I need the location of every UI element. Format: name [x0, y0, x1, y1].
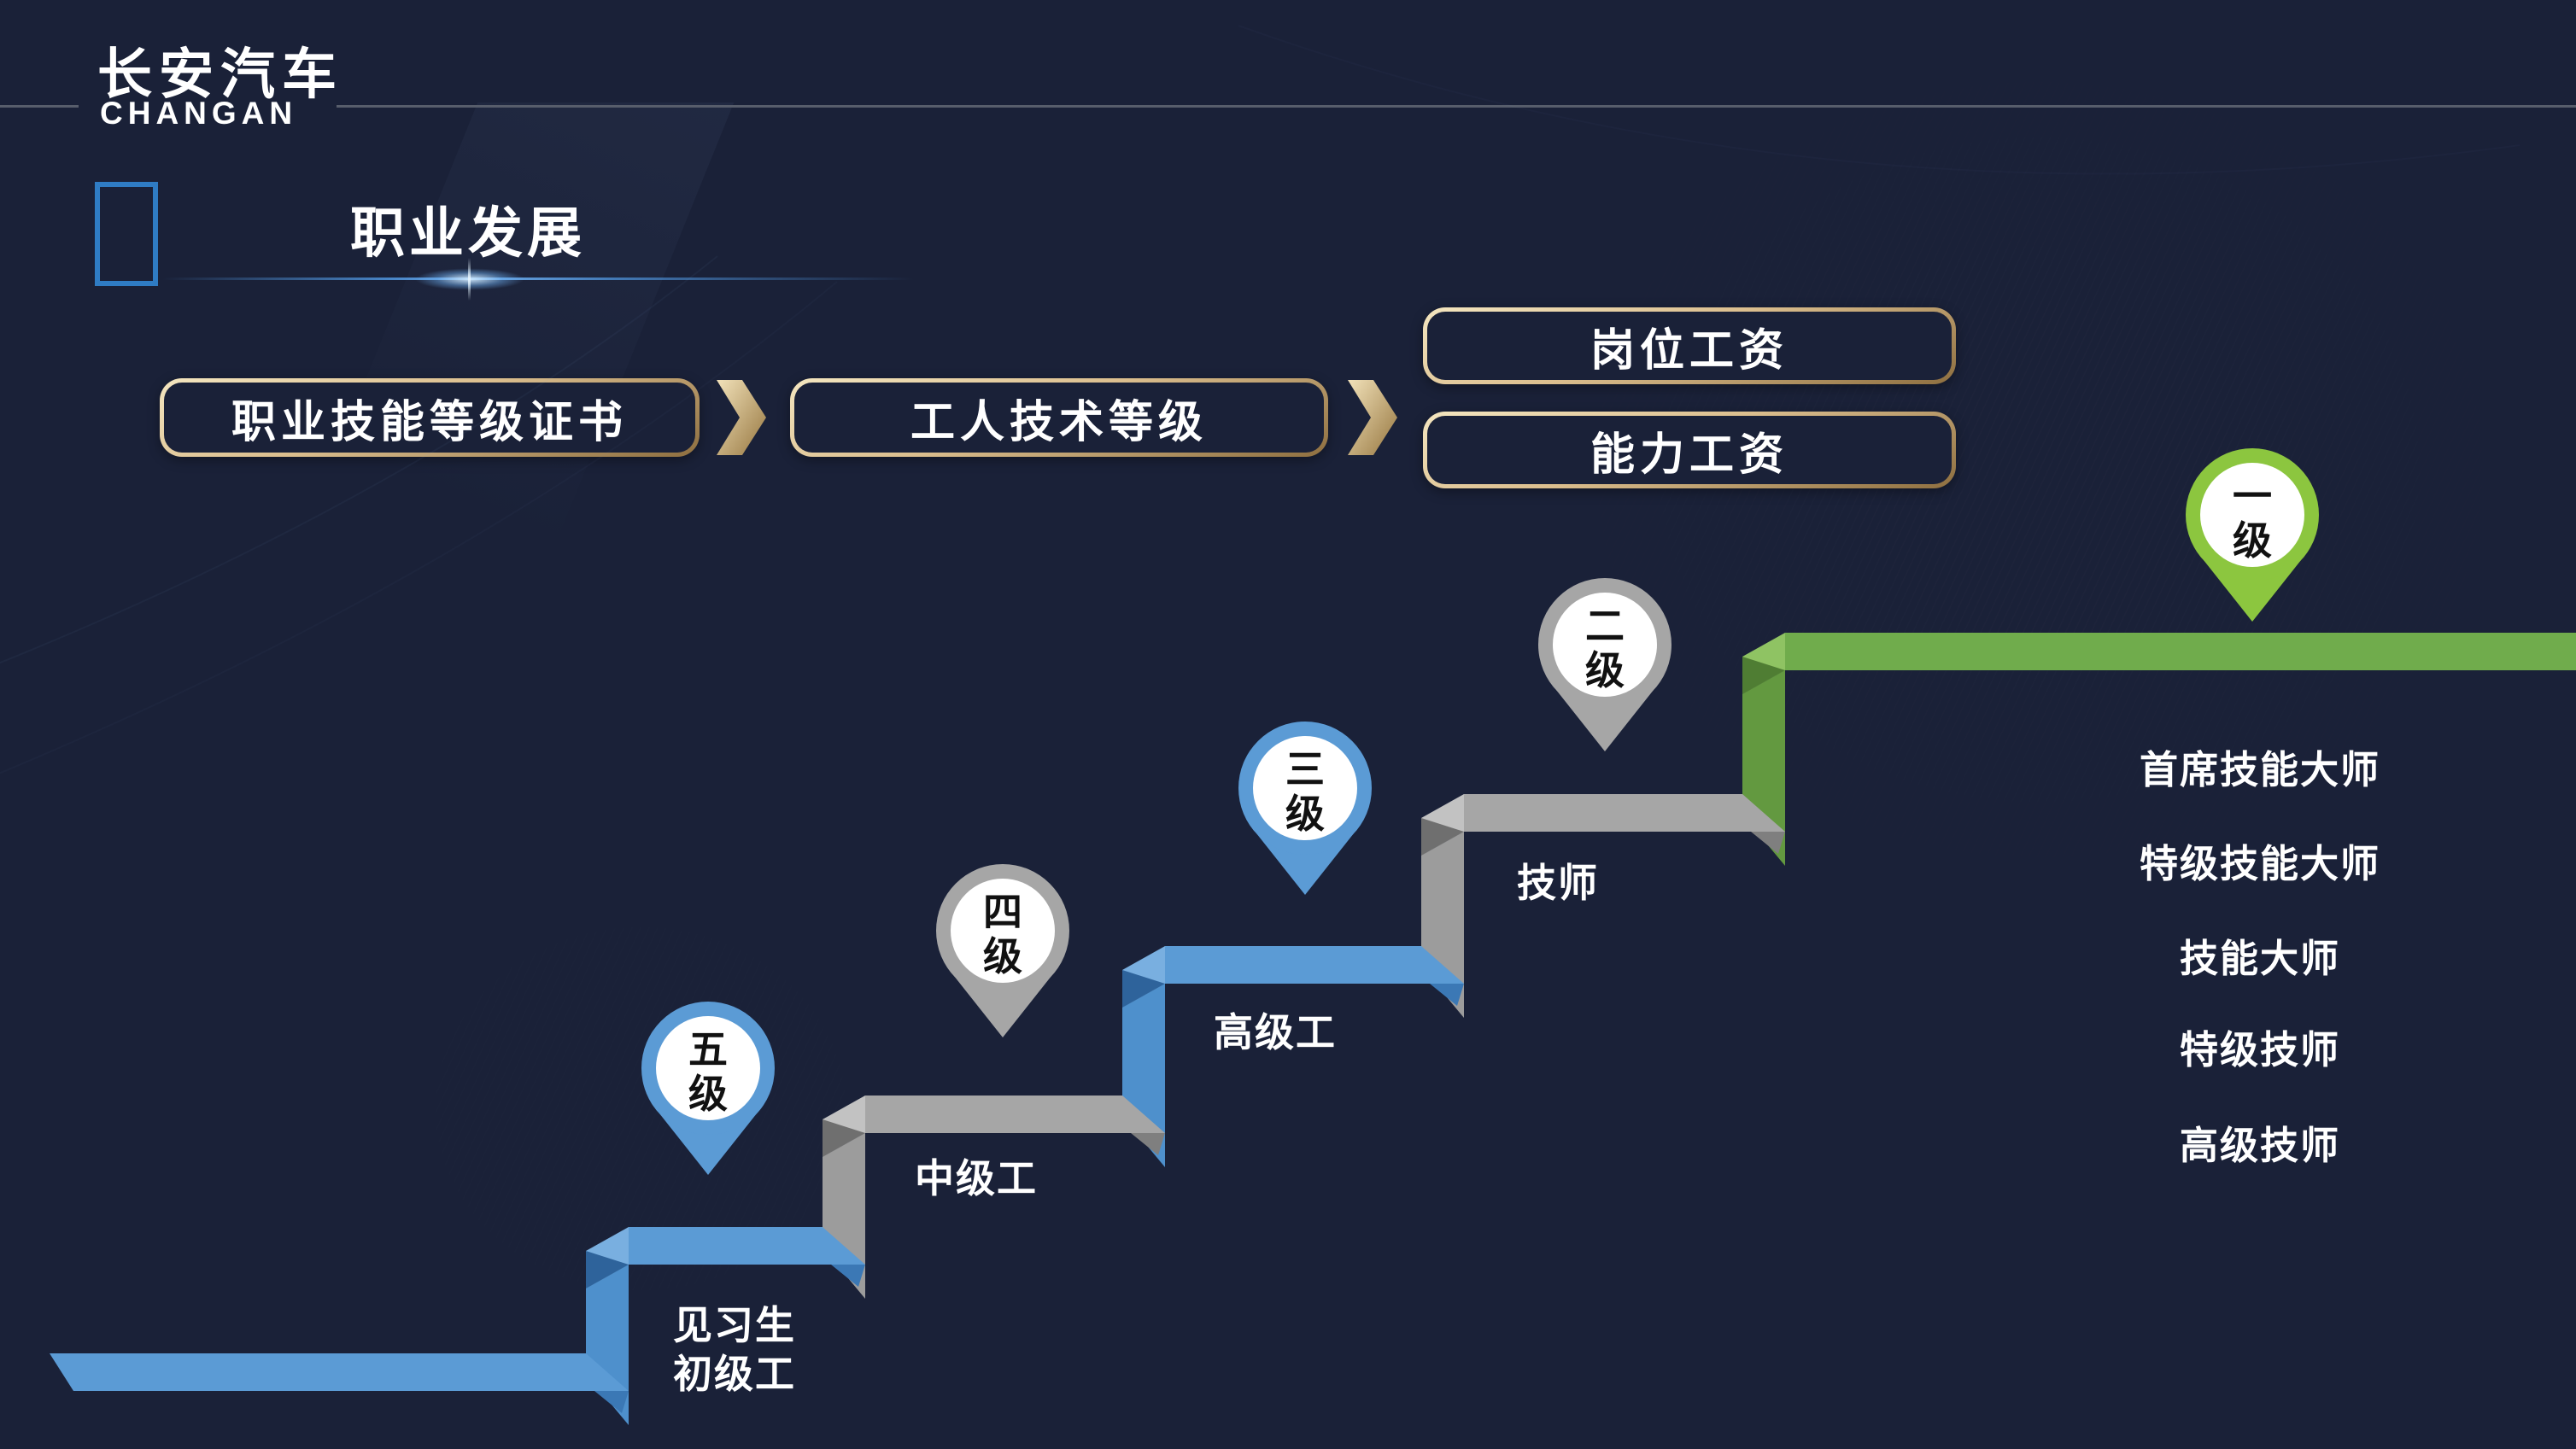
pin-face	[1253, 736, 1357, 840]
pin-level-text: 级	[1585, 648, 1625, 692]
rank-item: 特级技师	[2179, 1028, 2340, 1072]
gold-chevron-icon	[717, 380, 766, 455]
stair-tread	[50, 1353, 629, 1391]
stair-tread	[1464, 794, 1785, 832]
tread-fold-tail	[1430, 984, 1464, 1006]
rank-item: 首席技能大师	[2139, 748, 2380, 792]
rank-item: 技能大师	[2179, 937, 2340, 980]
level-pin: 三级	[1238, 722, 1372, 895]
step-label: 见习生初级工	[564, 1301, 905, 1399]
flow-box-ability-salary: 能力工资	[1423, 412, 1956, 488]
pin-face	[2200, 463, 2304, 567]
tread-fold-tail	[594, 1391, 629, 1413]
step-label-line: 高级工	[1214, 1010, 1337, 1055]
pin-level-text: 级	[688, 1072, 728, 1116]
tread-fold-tail	[1751, 832, 1785, 854]
flow-box-ability-salary-label: 能力工资	[1590, 429, 1789, 480]
stair-tread	[1785, 633, 2576, 670]
changan-logo-chinese: 长安汽车	[97, 44, 343, 105]
riser-crease	[586, 1251, 629, 1288]
step-label-line: 见习生	[673, 1303, 796, 1347]
flow-box-worker-level: 工人技术等级	[790, 378, 1328, 457]
step-label-line: 初级工	[673, 1352, 796, 1396]
step-label: 高级工	[1104, 1008, 1446, 1057]
pin-level-text: 四	[983, 890, 1022, 934]
stair-tread	[1165, 946, 1464, 984]
tread-fold-tail	[1131, 1133, 1165, 1155]
gold-chevron-icon	[1348, 380, 1397, 455]
step-label-line: 中级工	[915, 1156, 1038, 1201]
level-pin: 一级	[2186, 448, 2319, 622]
pin-level-text: 级	[983, 934, 1022, 979]
flow-box-worker-level-label: 工人技术等级	[910, 397, 1208, 447]
flow-box-certificate: 职业技能等级证书	[160, 378, 700, 457]
level-pin: 四级	[936, 864, 1069, 1037]
stair-tread	[865, 1096, 1165, 1133]
pin-level-text: 二	[1585, 604, 1625, 648]
pin-level-text: 级	[1285, 792, 1325, 836]
flow-box-certificate-label: 职业技能等级证书	[231, 397, 628, 447]
stair-tread	[629, 1227, 865, 1265]
rank-item: 高级技师	[2179, 1124, 2340, 1167]
title-accent-rectangle	[95, 182, 158, 286]
pin-level-text: 一	[2233, 474, 2272, 518]
riser-crease	[1122, 970, 1165, 1008]
pin-level-text: 级	[2233, 518, 2272, 563]
pin-face	[1553, 593, 1657, 697]
step-label: 中级工	[805, 1154, 1147, 1203]
riser-crease	[1742, 657, 1785, 694]
logo-background-patch	[79, 89, 337, 126]
step-label: 技师	[1387, 859, 1729, 908]
pin-face	[656, 1016, 760, 1120]
level-pin: 五级	[641, 1002, 775, 1175]
changan-logo-english: CHANGAN	[100, 96, 298, 131]
page-title: 职业发展	[350, 202, 586, 264]
flow-box-position-salary-label: 岗位工资	[1590, 325, 1789, 376]
step-label-line: 技师	[1517, 861, 1599, 905]
riser-crease	[823, 1119, 865, 1157]
pin-level-text: 三	[1285, 747, 1325, 792]
riser-crease	[1421, 818, 1464, 856]
level-pin: 二级	[1538, 578, 1671, 751]
rank-item: 特级技能大师	[2139, 842, 2380, 885]
flow-box-position-salary: 岗位工资	[1423, 307, 1956, 384]
header-divider-line	[0, 105, 2576, 108]
tread-fold-tail	[831, 1265, 865, 1287]
pin-level-text: 五	[688, 1027, 728, 1072]
pin-face	[951, 879, 1055, 983]
